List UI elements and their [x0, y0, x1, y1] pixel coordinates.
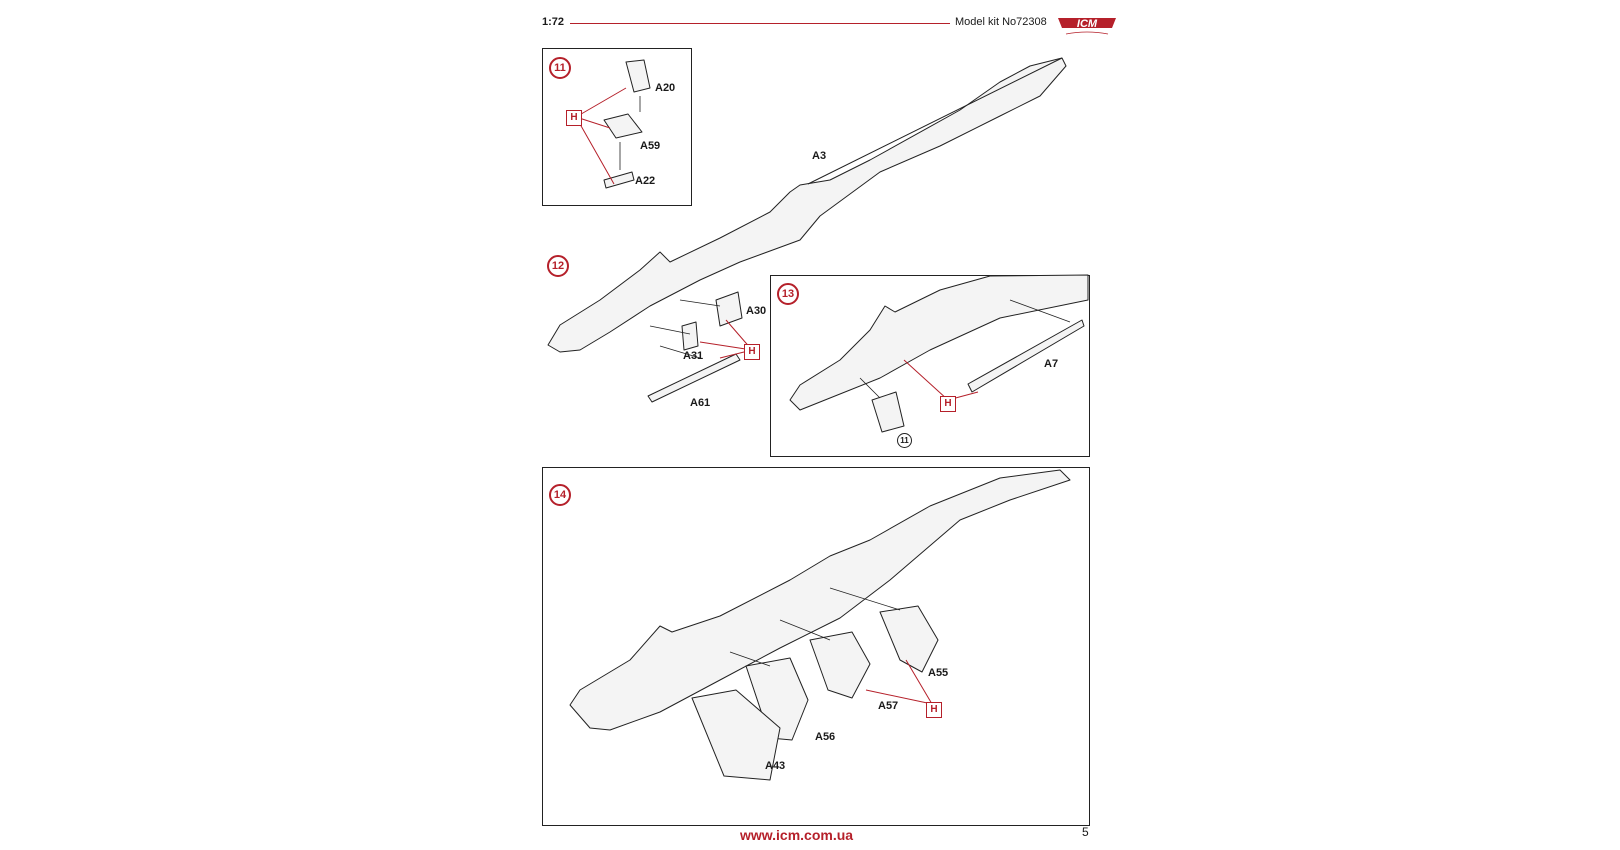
website-url: www.icm.com.ua: [740, 827, 854, 843]
header-rule: [570, 23, 950, 24]
fuselage-step14: [569, 469, 1071, 731]
step-reference-11: 11: [897, 433, 912, 448]
rail-a7: [967, 319, 1085, 393]
glue-marker-step11: H: [566, 110, 582, 126]
part-label-a55: A55: [928, 667, 949, 679]
part-label-a20: A20: [655, 82, 676, 94]
rail-a61: [647, 353, 741, 403]
scale-label: 1:72: [542, 16, 565, 28]
model-kit-number: Model kit No72308: [955, 16, 1047, 28]
step-11-panel: [542, 48, 692, 206]
part-a30: [715, 291, 743, 327]
part-label-a31: A31: [683, 350, 704, 362]
part-a31: [681, 321, 699, 351]
part-label-a22: A22: [635, 175, 656, 187]
step-14-panel: [542, 467, 1090, 826]
bulkhead-a55: [879, 605, 939, 673]
seat-back-a20: [625, 59, 651, 93]
part-label-a7: A7: [1044, 358, 1059, 370]
fuselage-step13: [789, 274, 1089, 411]
seat-pan-a59: [603, 113, 643, 139]
part-label-a30: A30: [746, 305, 767, 317]
fuselage-a3: [547, 57, 1067, 353]
glue-marker-step13: H: [940, 396, 956, 412]
step-13-panel: [770, 275, 1090, 457]
page-number: 5: [1082, 825, 1089, 839]
part-label-a56: A56: [815, 731, 836, 743]
step-number-12: 12: [547, 255, 569, 277]
glue-marker-step14: H: [926, 702, 942, 718]
bulkhead-a57: [809, 631, 871, 699]
seat-step13: [871, 391, 905, 433]
logo-text: ICM: [1077, 18, 1098, 30]
part-label-a59: A59: [640, 140, 661, 152]
glue-marker-step12: H: [744, 344, 760, 360]
step-number-14: 14: [549, 484, 571, 506]
icm-logo: ICM: [1056, 14, 1118, 40]
part-label-a61: A61: [690, 397, 711, 409]
part-label-a43: A43: [765, 760, 786, 772]
part-label-a57: A57: [878, 700, 899, 712]
part-label-a3: A3: [812, 150, 827, 162]
seat-rail-a22: [603, 171, 635, 189]
panel-a43: [691, 689, 781, 781]
step-number-13: 13: [777, 283, 799, 305]
step-number-11: 11: [549, 57, 571, 79]
